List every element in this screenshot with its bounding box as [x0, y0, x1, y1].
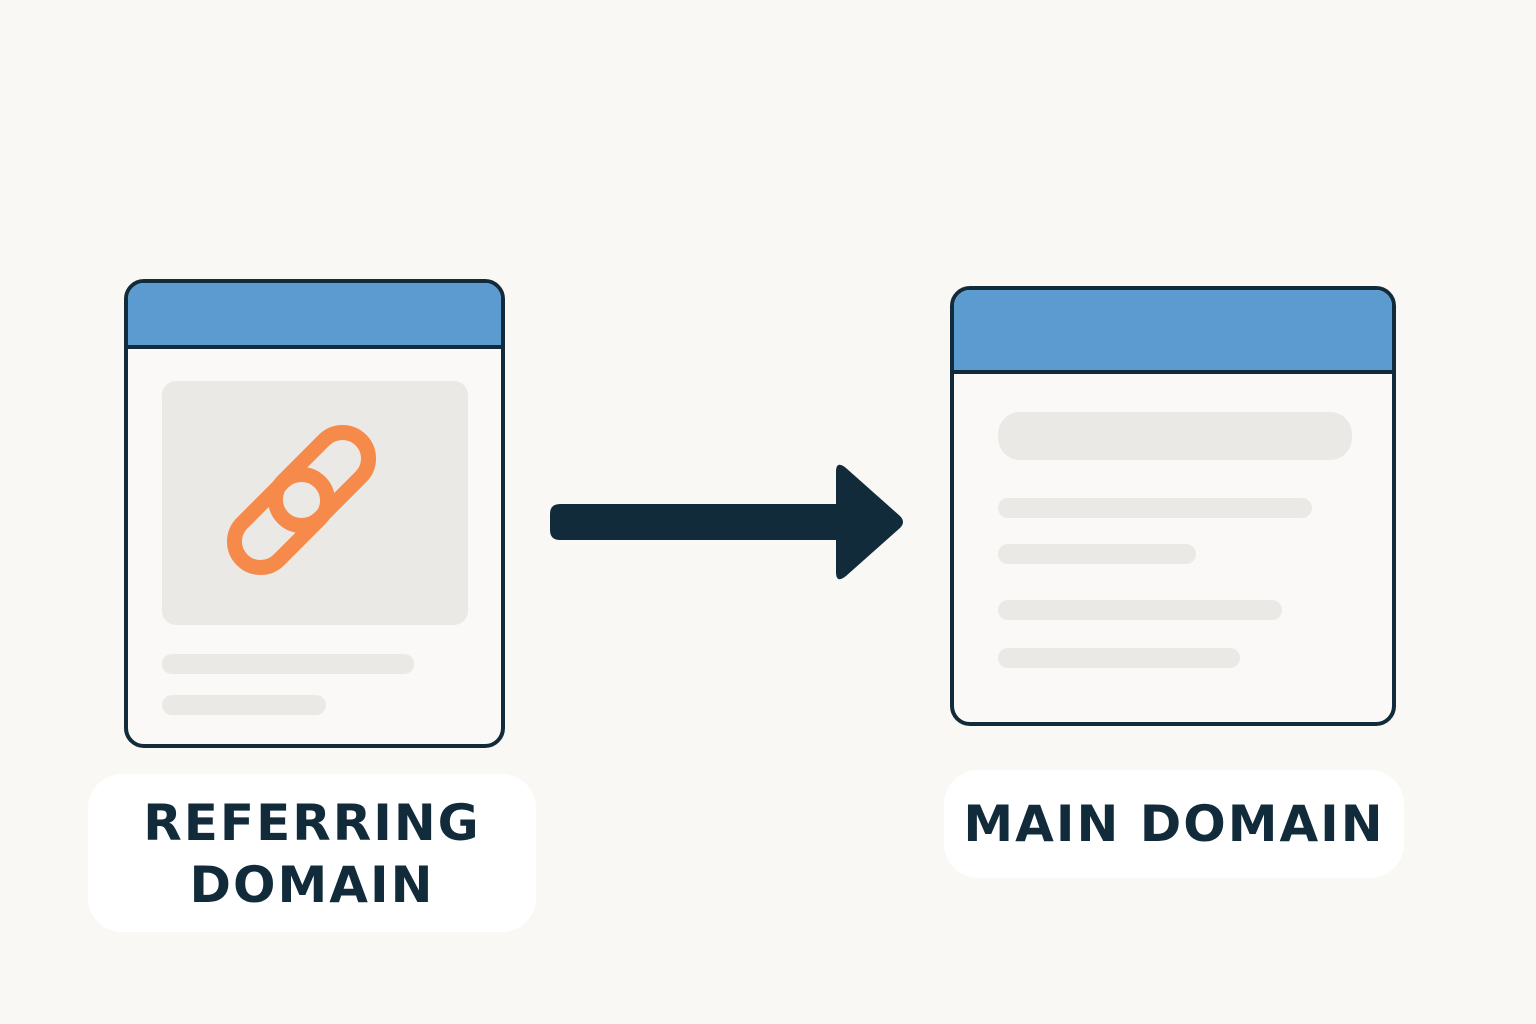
link-image-box	[162, 381, 468, 625]
referring-label-line1: REFERRING	[143, 794, 481, 852]
main-label-text: MAIN DOMAIN	[963, 795, 1385, 853]
text-line-placeholder	[162, 695, 326, 715]
main-domain-label: MAIN DOMAIN	[944, 770, 1404, 878]
referring-window-titlebar	[128, 283, 501, 349]
link-icon	[226, 424, 377, 576]
text-line-placeholder	[998, 498, 1312, 518]
main-window-titlebar	[954, 290, 1392, 374]
text-line-placeholder	[998, 600, 1282, 620]
text-line-placeholder	[162, 654, 414, 674]
heading-placeholder	[998, 412, 1352, 460]
referring-label-line2: DOMAIN	[189, 856, 435, 914]
referring-domain-window	[124, 279, 505, 748]
text-line-placeholder	[998, 544, 1196, 564]
referring-domain-label: REFERRING DOMAIN	[88, 774, 536, 932]
main-domain-window	[950, 286, 1396, 726]
text-line-placeholder	[998, 648, 1240, 668]
arrow-right-icon	[550, 464, 903, 580]
